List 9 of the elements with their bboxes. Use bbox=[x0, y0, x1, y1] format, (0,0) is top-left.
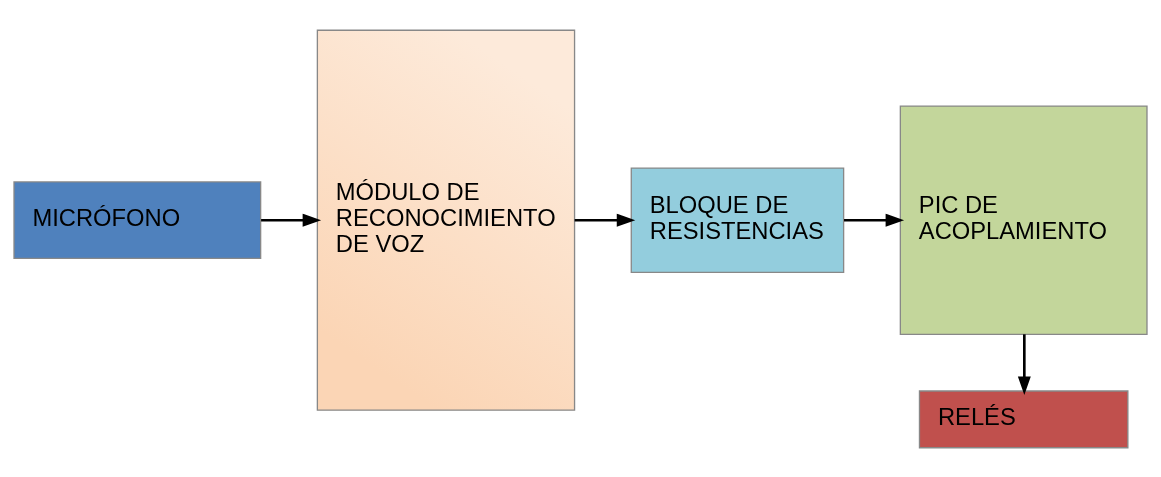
node-box: MÓDULO DE RECONOCIMIENTO DE VOZ bbox=[316, 29, 576, 411]
arrow bbox=[574, 213, 636, 227]
node-box: RELÉS bbox=[918, 389, 1129, 448]
arrow bbox=[261, 213, 322, 227]
arrow bbox=[844, 213, 905, 227]
arrow bbox=[1017, 333, 1031, 395]
node-box: PIC DE ACOPLAMIENTO bbox=[899, 104, 1148, 335]
node-box: BLOQUE DE RESISTENCIAS bbox=[630, 166, 845, 273]
node-box: MICRÓFONO bbox=[13, 180, 262, 259]
